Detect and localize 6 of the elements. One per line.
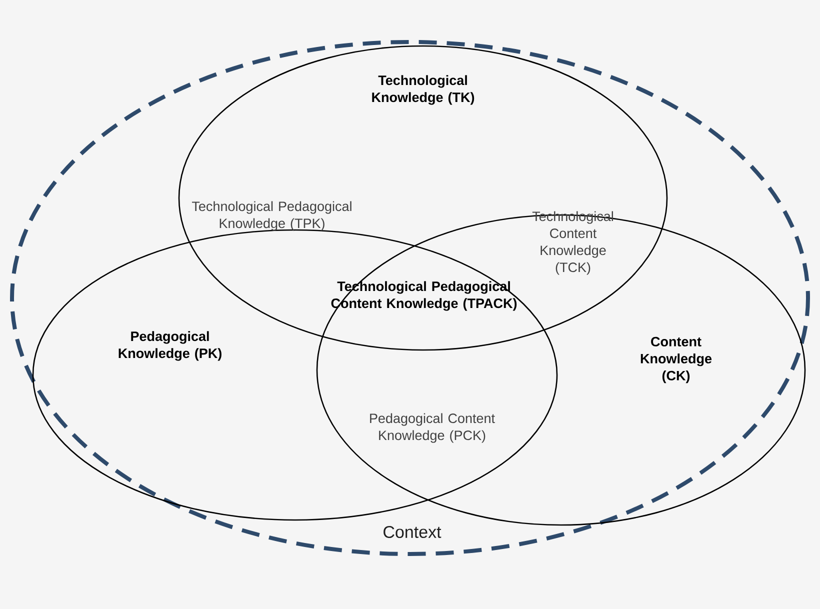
ellipse-label: Context xyxy=(384,526,442,538)
region-label: Technological Pedagogical Knowledge (TPK) xyxy=(192,201,352,231)
ellipse-label: Technological Knowledge (TK) xyxy=(372,75,474,105)
ellipse-label: Pedagogical Knowledge (PK) xyxy=(118,331,222,361)
ellipse-label: Content Knowledge (CK) xyxy=(640,336,712,384)
region-label: Pedagogical Content Knowledge (PCK) xyxy=(370,413,495,443)
